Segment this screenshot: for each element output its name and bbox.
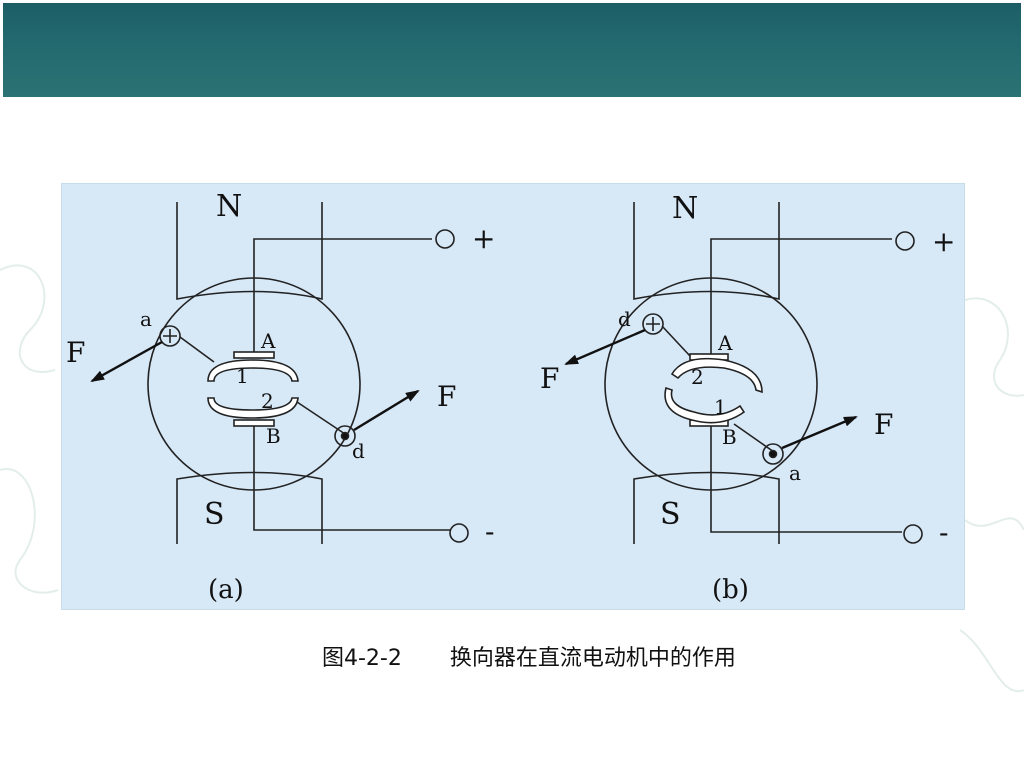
supply-wire-bottom-b: [710, 421, 902, 533]
coil-wire-right-b: [733, 423, 775, 453]
force-arrow-left-b: [564, 328, 646, 366]
conductor-left-label-a: a: [140, 307, 152, 331]
brush-bottom-a: [233, 419, 275, 427]
diagram-b: [564, 202, 923, 544]
diagram-a-labels: N S + - A B 1 2 a d F F (a): [66, 189, 495, 605]
supply-wire-bottom-a: [253, 421, 450, 531]
force-left-label-a: F: [66, 336, 85, 369]
terminal-minus-a: [449, 523, 469, 543]
brush-top-label-b: A: [717, 331, 733, 355]
terminal-plus-b: [895, 231, 915, 251]
conductor-d-right: [334, 425, 356, 447]
plus-label-a: +: [472, 222, 495, 255]
brush-bottom-label-a: B: [266, 424, 281, 448]
commutator-segment-2-a: [207, 397, 299, 419]
minus-label-b: -: [939, 516, 948, 549]
force-right-label-a: F: [437, 380, 456, 413]
brush-bottom-label-b: B: [722, 425, 737, 449]
minus-label-a: -: [485, 515, 494, 548]
commutator-segment-2-b: [670, 357, 763, 394]
segment-2-label-a: 2: [261, 389, 274, 413]
conductor-a-left: [159, 325, 181, 347]
brush-top-label-a: A: [260, 329, 276, 353]
diagram-panel: N S + - A B 1 2 a d F F (a): [61, 183, 965, 610]
terminal-plus-a: [435, 229, 455, 249]
supply-wire-top-a: [253, 238, 432, 354]
north-pole-b: [633, 202, 780, 300]
segment-2-label-b: 2: [691, 365, 704, 389]
commutator-segment-1-b: [664, 386, 746, 424]
segment-1-label-a: 1: [236, 364, 249, 388]
diagram-b-labels: N S + - A B 2 1 d a F F (b): [540, 191, 955, 605]
segment-1-label-b: 1: [714, 395, 727, 419]
figure-caption: 图4-2-2 换向器在直流电动机中的作用: [322, 640, 736, 674]
conductor-left-label-b: d: [618, 307, 631, 331]
north-label-a: N: [216, 189, 242, 224]
figure-title: 换向器在直流电动机中的作用: [449, 646, 736, 671]
panel-label-b: (b): [712, 575, 749, 605]
force-arrow-left-a: [90, 340, 163, 383]
diagram-a: [90, 202, 469, 544]
commutator-segment-1-a: [207, 359, 299, 382]
panel-label-a: (a): [208, 575, 244, 605]
force-arrow-right-b: [781, 415, 858, 450]
north-label-b: N: [672, 191, 698, 226]
figure-number: 图4-2-2: [322, 646, 402, 671]
south-label-a: S: [204, 497, 225, 532]
south-label-b: S: [660, 497, 681, 532]
conductor-a-right: [762, 443, 784, 465]
south-pole-a: [176, 471, 323, 544]
force-right-label-b: F: [874, 408, 893, 441]
plus-label-b: +: [932, 225, 955, 258]
coil-wire-left-b: [661, 325, 691, 357]
coil-wire-right-a: [296, 401, 346, 435]
conductor-d-left: [642, 313, 664, 335]
north-pole-a: [176, 202, 323, 301]
force-arrow-right-a: [353, 389, 420, 432]
force-left-label-b: F: [540, 362, 559, 395]
conductor-right-label-a: d: [352, 439, 365, 463]
terminal-minus-b: [903, 524, 923, 544]
south-pole-b: [633, 471, 780, 544]
supply-wire-top-b: [710, 238, 892, 354]
brush-top-a: [233, 351, 275, 359]
header-band: [3, 3, 1021, 97]
commutator-diagram: N S + - A B 1 2 a d F F (a): [66, 189, 955, 605]
conductor-right-label-b: a: [789, 461, 801, 485]
coil-wire-left-a: [179, 336, 215, 363]
